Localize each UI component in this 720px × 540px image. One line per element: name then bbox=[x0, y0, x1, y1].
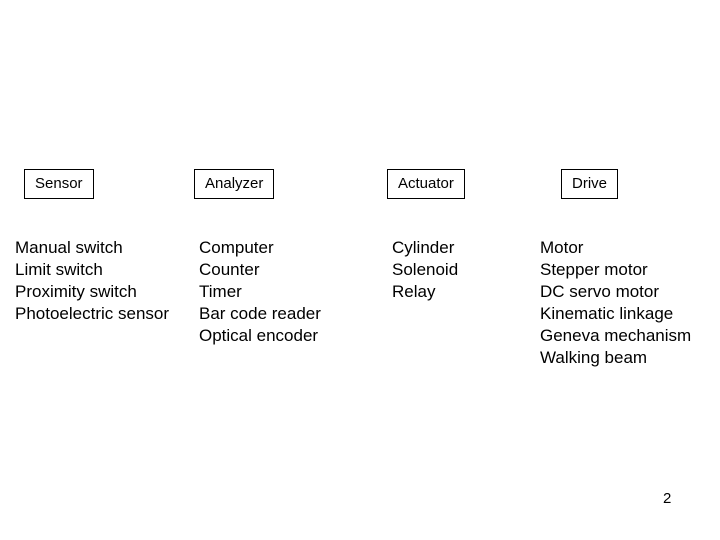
category-header-actuator: Actuator bbox=[387, 169, 465, 199]
category-list-actuator: Cylinder Solenoid Relay bbox=[392, 237, 458, 303]
list-item: Timer bbox=[199, 282, 242, 301]
list-item: Cylinder bbox=[392, 238, 455, 257]
list-item: Computer bbox=[199, 238, 274, 257]
list-item: Walking beam bbox=[540, 348, 648, 367]
list-item: Proximity switch bbox=[15, 282, 137, 301]
list-item: Counter bbox=[199, 260, 260, 279]
list-item: Solenoid bbox=[392, 260, 459, 279]
category-list-analyzer: Computer Counter Timer Bar code reader O… bbox=[199, 237, 321, 347]
category-list-sensor: Manual switch Limit switch Proximity swi… bbox=[15, 237, 169, 325]
category-header-sensor: Sensor bbox=[24, 169, 94, 199]
list-item: Manual switch bbox=[15, 238, 123, 257]
category-list-drive: Motor Stepper motor DC servo motor Kinem… bbox=[540, 237, 691, 369]
category-header-analyzer: Analyzer bbox=[194, 169, 275, 199]
category-header-drive: Drive bbox=[561, 169, 619, 199]
list-item: Geneva mechanism bbox=[540, 326, 692, 345]
list-item: DC servo motor bbox=[540, 282, 660, 301]
list-item: Stepper motor bbox=[540, 260, 648, 279]
list-item: Optical encoder bbox=[199, 326, 319, 345]
list-item: Photoelectric sensor bbox=[15, 304, 170, 323]
list-item: Relay bbox=[392, 282, 436, 301]
page-number: 2 bbox=[663, 490, 672, 507]
list-item: Limit switch bbox=[15, 260, 103, 279]
list-item: Kinematic linkage bbox=[540, 304, 674, 323]
list-item: Bar code reader bbox=[199, 304, 321, 323]
list-item: Motor bbox=[540, 238, 584, 257]
